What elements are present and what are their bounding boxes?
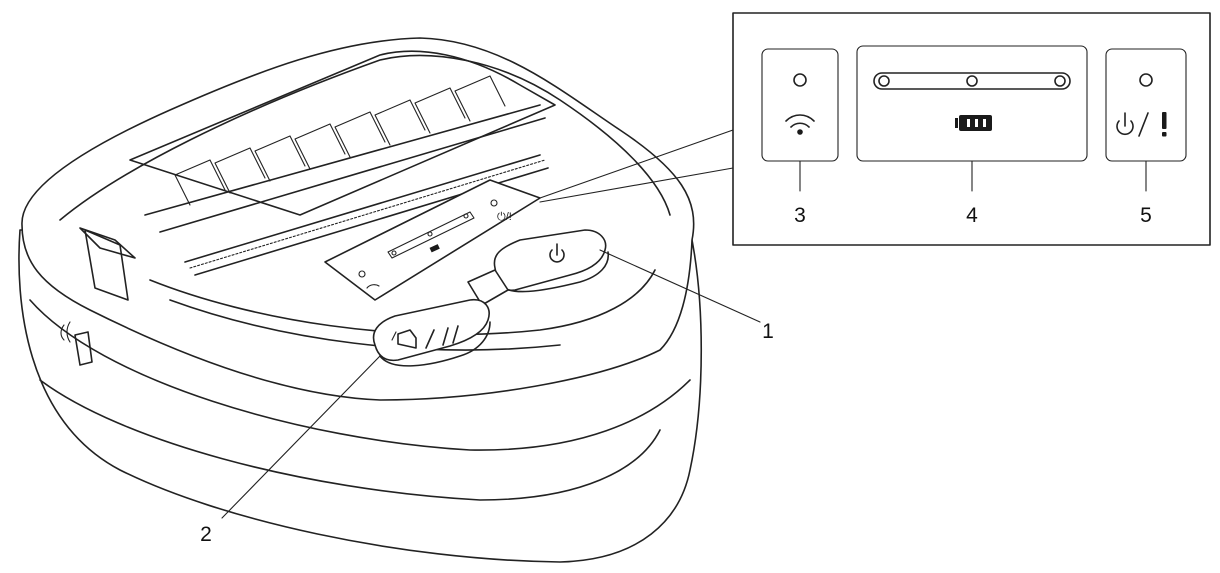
svg-text:⏻/!: ⏻/! bbox=[497, 211, 512, 223]
callout-1: 1 bbox=[762, 320, 774, 343]
wifi-icon bbox=[785, 114, 815, 135]
paper-lid bbox=[129, 50, 556, 276]
callout-5: 5 bbox=[1140, 204, 1152, 227]
printer-body bbox=[18, 37, 703, 563]
side-latch bbox=[79, 227, 136, 301]
paper-feed-icon bbox=[391, 329, 417, 349]
callout-2: 2 bbox=[200, 523, 212, 546]
power-icon bbox=[1116, 112, 1134, 136]
exclamation-icon bbox=[1162, 112, 1167, 137]
battery-indicator bbox=[856, 45, 1088, 162]
callout-4: 4 bbox=[966, 204, 978, 227]
nfc-icon bbox=[60, 321, 93, 366]
callout-lines bbox=[221, 129, 761, 519]
zoomed-indicator-panel bbox=[732, 12, 1211, 246]
pause-icon bbox=[442, 325, 459, 346]
battery-icon bbox=[955, 115, 992, 131]
power-icon bbox=[549, 243, 565, 263]
feed-pause-button[interactable] bbox=[372, 298, 491, 367]
callout-3: 3 bbox=[794, 204, 806, 227]
center-key bbox=[467, 269, 509, 306]
